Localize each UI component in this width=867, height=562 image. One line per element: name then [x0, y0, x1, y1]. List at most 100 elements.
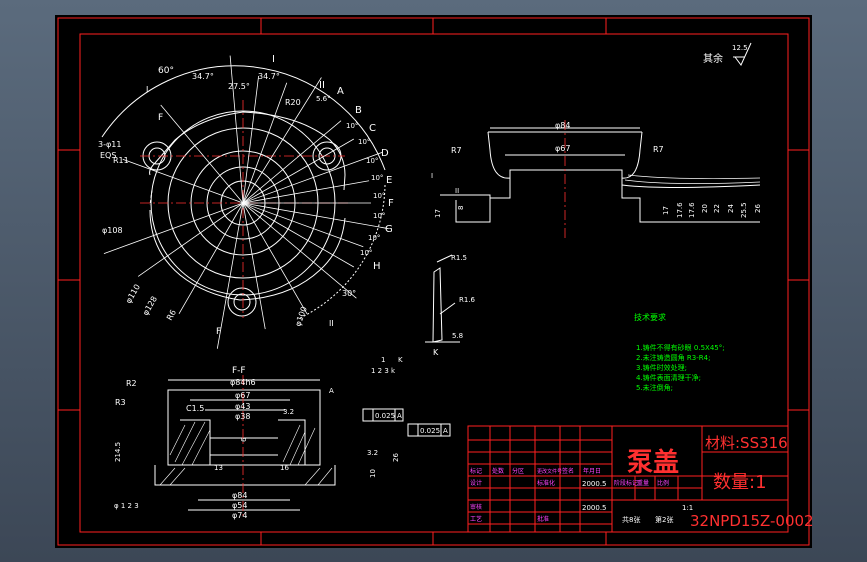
tolerance-lower-value: 0.025 [420, 427, 440, 435]
dim-ff-phi-38: φ38 [235, 412, 250, 421]
dim-phi-84: φ84 [555, 121, 570, 130]
dim-r2: R2 [126, 379, 137, 388]
material-label: 材料:SS316 [705, 434, 788, 452]
radial-line [242, 120, 342, 204]
angle-10-c: 10° [366, 157, 378, 165]
dim-25-5: 25.5 [740, 202, 748, 218]
dim-20: 20 [701, 204, 709, 213]
angle-10-e: 10° [373, 192, 385, 200]
radial-line [122, 158, 244, 204]
radial-line [242, 75, 259, 204]
drawing-number: 32NPD15Z-0002 [690, 512, 814, 530]
label-ii-top: II [319, 80, 325, 91]
dim-17-6-b: 17.6 [688, 202, 696, 218]
radial-line [242, 202, 364, 248]
section-mark-f-bottom: F [216, 327, 221, 337]
label-i-top: I [272, 54, 275, 65]
quantity-label: 数量:1 [713, 472, 767, 493]
row-label-date: 年月日 [583, 467, 601, 475]
label-d: D [381, 148, 389, 159]
radial-line [216, 202, 244, 349]
note-1: 1.铸件不得有砂眼 0.5X45°; [636, 343, 725, 352]
detail-k-title: K [433, 348, 439, 357]
radial-line [137, 202, 244, 277]
section-k-mark: K [398, 356, 403, 364]
dim-ff-phi-43: φ43 [235, 402, 250, 411]
section-ff-labels: F-F φ84h6 φ67 φ43 φ38 C1.5 R2 R3 φ84 φ54… [114, 356, 403, 520]
label-e: E [386, 175, 392, 186]
dim-ff-6: 6 [240, 437, 248, 442]
technical-notes: 技术要求 1.铸件不得有砂眼 0.5X45°; 2.未注铸造圆角 R3-R4; … [634, 312, 725, 392]
radial-line [229, 55, 244, 204]
dim-26: 26 [754, 204, 762, 213]
dim-ff-26: 26 [392, 453, 400, 462]
dim-r7-left: R7 [451, 146, 462, 155]
radius-r20: R20 [285, 98, 301, 107]
datum-a: A [329, 387, 334, 395]
row-label-count: 处数 [492, 467, 504, 475]
angle-60: 60° [158, 66, 174, 76]
dim-17-right: 17 [662, 206, 670, 215]
text-right-1: 1 [381, 356, 385, 364]
note-5: 5.未注倒角; [636, 383, 673, 392]
radial-line [242, 202, 308, 315]
right-section-labels: φ84 φ67 R7 R7 17 8 17 17.6 17.6 20 22 24… [431, 121, 762, 218]
date-2: 2000.5 [582, 504, 607, 512]
eqs-label: EQS [100, 151, 116, 160]
scale-value: 1:1 [682, 504, 693, 512]
radial-line [242, 202, 355, 268]
angle-34-7-left: 34.7° [192, 72, 214, 81]
dim-c1-5: C1.5 [186, 404, 204, 413]
radial-line [242, 82, 288, 204]
dim-ff-phi-74: φ74 [232, 511, 247, 520]
section-ff-title: F-F [232, 366, 246, 376]
detail-k [425, 254, 460, 343]
angle-27-5: 27.5° [228, 82, 250, 91]
label-b: B [355, 105, 362, 116]
radial-line [178, 202, 244, 315]
label-h: H [373, 261, 381, 272]
label-c: C [369, 123, 376, 134]
label-ii-right: II [455, 187, 459, 195]
dim-8: 8 [457, 206, 465, 210]
label-f: F [388, 198, 394, 209]
roughness-symbol: 其余 12.5 [703, 42, 752, 66]
sheet-current: 第2张 [655, 515, 673, 524]
dim-phi-84h6: φ84h6 [230, 378, 256, 387]
dim-ff-phi-84: φ84 [232, 491, 247, 500]
roughness-value: 12.5 [732, 44, 748, 52]
tolerance-upper-datum: A [397, 412, 402, 420]
label-i-bottom: I [146, 85, 148, 94]
angle-10-b: 10° [358, 138, 370, 146]
tolerance-lower-datum: A [443, 427, 448, 435]
dim-ff-phi-67: φ67 [235, 391, 250, 400]
note-4: 4.铸件表面清理干净; [636, 373, 701, 382]
radial-line [242, 77, 322, 204]
label-a: A [337, 86, 344, 97]
dim-ff-16: 16 [280, 464, 289, 472]
section-mark-f-top: F [158, 113, 163, 123]
inner-frame [79, 33, 789, 533]
tolerance-upper-value: 0.025 [375, 412, 395, 420]
roughness-3-2-a: 3.2 [283, 408, 294, 416]
radial-line [242, 202, 389, 230]
row-label-weight: 重量 [637, 479, 649, 487]
text-right-2: 1 2 3 k [371, 367, 396, 375]
right-section-view [440, 127, 761, 223]
row-label-zone: 分区 [512, 467, 524, 475]
tolerance-frame-upper: 0.025 A [362, 408, 404, 422]
dim-r3: R3 [115, 398, 126, 407]
radial-line [160, 104, 244, 204]
note-2: 2.未注铸造圆角 R3-R4; [636, 353, 710, 362]
radial-line [242, 202, 266, 330]
detail-r1-6: R1.6 [459, 296, 476, 304]
dim-214-5: 214.5 [114, 442, 122, 462]
angle-10-a: 10° [346, 122, 358, 130]
label-g: G [385, 224, 393, 235]
radial-line [103, 202, 244, 254]
dim-ff-13: 13 [214, 464, 223, 472]
row-label-change: 更改文件号 [537, 468, 562, 475]
dim-17-6-a: 17.6 [676, 202, 684, 218]
roughness-label: 其余 [703, 52, 723, 65]
